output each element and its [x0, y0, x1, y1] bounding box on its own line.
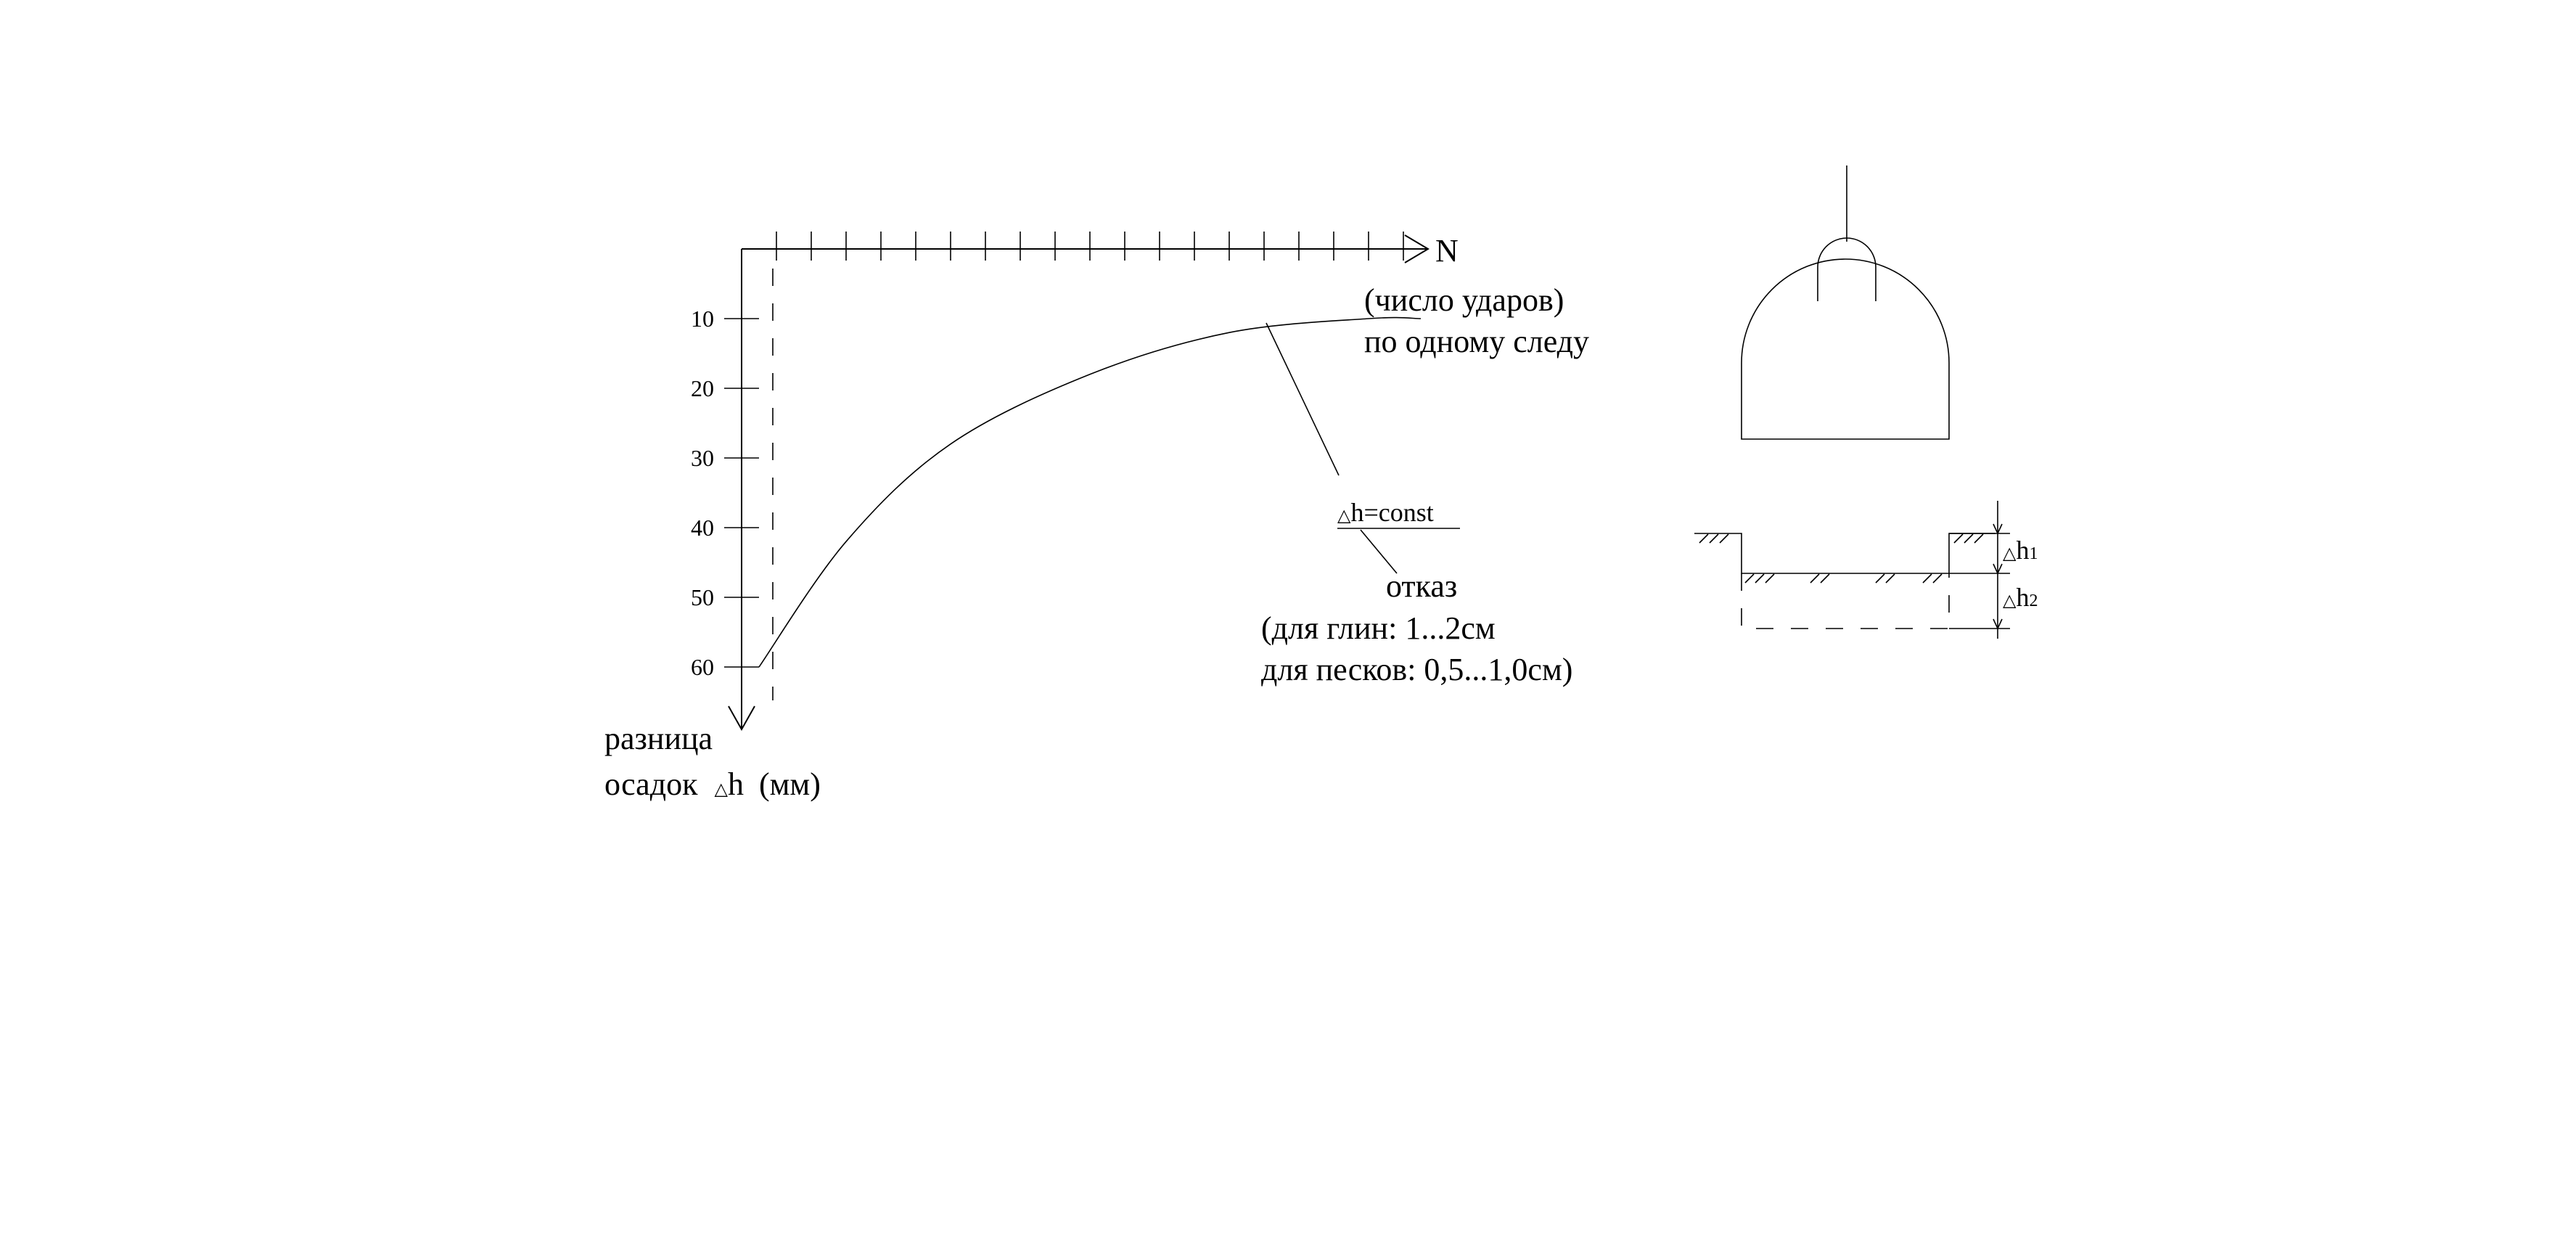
- y-tick-label: 60: [691, 654, 714, 680]
- x-axis-label: N: [1435, 233, 1459, 269]
- y-axis-caption-line-1: разница: [604, 721, 713, 756]
- x-axis-caption-line-1: (число ударов): [1364, 282, 1564, 318]
- delta-icon: △: [714, 780, 728, 799]
- rammer-loop: [1817, 237, 1876, 301]
- dim-arrow-bottom: [1993, 618, 2003, 630]
- delta-icon: △: [1337, 507, 1351, 525]
- dim-arrow-top: [1993, 523, 2003, 535]
- y-axis-caption-line-2: осадок △h (мм): [604, 766, 821, 802]
- y-axis-caption-var: h: [728, 766, 744, 802]
- pit-detail: △h1 △h2: [1694, 501, 2038, 639]
- x-axis-ticks: [776, 232, 1404, 261]
- y-tick-label: 30: [691, 445, 714, 471]
- delta-icon: △: [2003, 592, 2017, 610]
- y-axis-caption-word: осадок: [604, 766, 698, 802]
- pit-lower-level: [1741, 573, 1950, 629]
- soil-hatching: [1699, 533, 1984, 584]
- y-axis-caption-unit: (мм): [759, 766, 821, 802]
- y-tick-label: 20: [691, 375, 714, 401]
- y-axis-ticks: [724, 318, 759, 668]
- y-tick-label: 10: [691, 306, 714, 332]
- h2-label: △h2: [2003, 583, 2038, 612]
- rammer-drawing: [1741, 165, 1950, 440]
- rammer-body: [1741, 258, 1950, 440]
- settlement-curve: [758, 316, 1422, 668]
- y-tick-label: 40: [691, 515, 714, 541]
- const-leader-line: [1266, 322, 1340, 476]
- x-axis-caption-line-2: по одному следу: [1364, 324, 1589, 359]
- compaction-chart: 10 20 30 40 50 60 N (число ударов) по одному …: [604, 232, 1589, 802]
- pit-profile: [1694, 533, 1995, 574]
- dim-arrow-mid: [1993, 563, 2003, 575]
- x-axis-arrowhead: [1404, 234, 1429, 263]
- y-axis-arrowhead: [728, 705, 755, 732]
- delta-icon: △: [2003, 544, 2017, 563]
- const-annotation-text: h=const: [1350, 498, 1433, 527]
- y-tick-label: 50: [691, 584, 714, 610]
- refusal-line-2: для песков: 0,5...1,0см): [1261, 652, 1572, 687]
- refusal-line-1: (для глин: 1...2см: [1261, 610, 1496, 646]
- y-axis-tick-labels: 10 20 30 40 50 60: [691, 306, 714, 680]
- h1-label: △h1: [2003, 536, 2038, 565]
- const-annotation: △h=const: [1337, 498, 1434, 527]
- refusal-leader-line: [1360, 529, 1398, 574]
- refusal-title: отказ: [1386, 568, 1457, 604]
